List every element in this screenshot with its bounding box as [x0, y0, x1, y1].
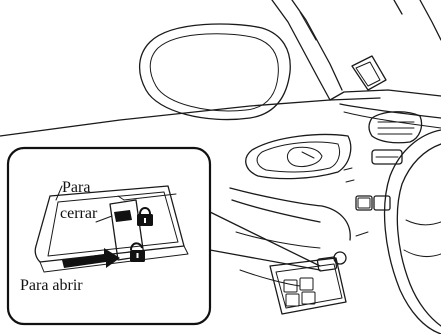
lock-closed-icon — [137, 208, 153, 226]
door-handle — [246, 135, 351, 179]
label-close-line1: Para — [62, 179, 90, 196]
air-vent — [369, 112, 422, 164]
tweeter-cover — [352, 56, 386, 90]
detail-callout: Para cerrar Para abrir — [8, 148, 210, 324]
steering-wheel — [385, 130, 441, 334]
label-close-line2: cerrar — [60, 205, 98, 222]
label-open: Para abrir — [20, 277, 83, 294]
